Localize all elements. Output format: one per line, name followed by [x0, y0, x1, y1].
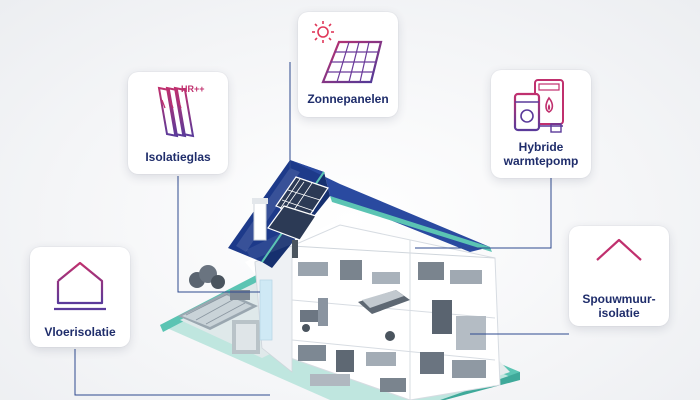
card-spouwmuur-label-line1: Spouwmuur-	[582, 292, 656, 306]
connector-hybride	[415, 178, 552, 249]
sun-icon	[312, 21, 334, 43]
card-zonnepanelen[interactable]: Zonnepanelen	[298, 12, 398, 117]
card-spouwmuur-label: Spouwmuur- isolatie	[569, 292, 669, 320]
connector-vloer	[74, 349, 270, 396]
card-vloer-label: Vloerisolatie	[44, 325, 116, 339]
gutter	[330, 196, 492, 252]
window-pane-icon: HR++	[157, 84, 205, 138]
chimney	[252, 198, 298, 258]
garden	[178, 265, 260, 354]
card-vloerisolatie[interactable]: Vloerisolatie	[30, 247, 130, 347]
floor-outline-icon	[54, 261, 106, 311]
connector-lines	[74, 62, 569, 396]
card-hybride-label-line1: Hybride	[518, 140, 564, 154]
card-spouwmuurisolatie[interactable]: Spouwmuur- isolatie	[569, 226, 669, 326]
card-isolatieglas[interactable]: HR++ Isolatieglas	[128, 72, 228, 174]
card-spouwmuur-label-line2: isolatie	[598, 306, 640, 320]
connector-isolatieglas	[177, 176, 260, 293]
card-hybride-warmtepomp[interactable]: Hybride warmtepomp	[491, 70, 591, 178]
hr-badge: HR++	[181, 84, 205, 94]
card-hybride-label: Hybride warmtepomp	[491, 140, 591, 168]
card-hybride-label-line2: warmtepomp	[503, 154, 579, 168]
flame-icon	[545, 96, 554, 113]
house-outline-icon	[596, 238, 642, 284]
card-zonnepanelen-label: Zonnepanelen	[307, 92, 389, 106]
solar-panel-icon	[312, 21, 383, 84]
interior	[298, 260, 486, 392]
card-isolatieglas-label: Isolatieglas	[145, 150, 211, 164]
heat-pump-icon	[513, 79, 564, 133]
roof-solar-panels	[267, 176, 329, 241]
